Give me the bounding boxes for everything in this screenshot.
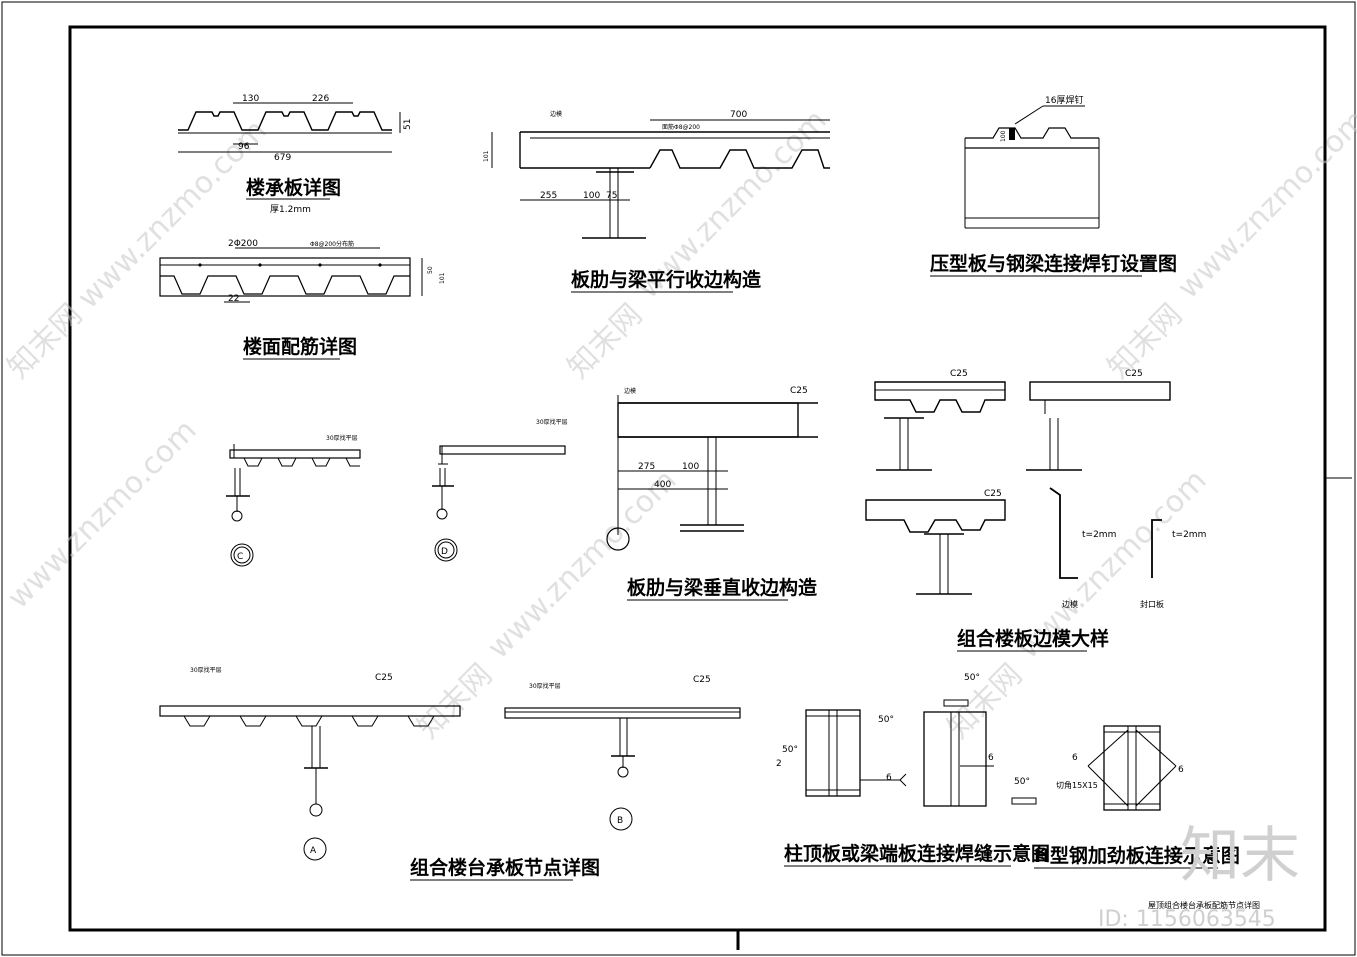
c25-b: C25 bbox=[1125, 369, 1143, 379]
h-weld-right: 6 bbox=[1178, 765, 1184, 775]
node-d: D 30厚找平层 bbox=[432, 418, 568, 562]
note-30-b: 30厚找平层 bbox=[529, 682, 561, 690]
dim-100-stud: 100 bbox=[1000, 130, 1007, 142]
note-30-a: 30厚找平层 bbox=[190, 666, 222, 674]
dim-101: 101 bbox=[439, 272, 446, 284]
weld-detail: 50° 50° 2 6 50° 50° 6 bbox=[776, 673, 1037, 807]
weld-angle-4: 50° bbox=[1014, 777, 1030, 787]
h-steel-detail: 6 6 切角15X15 bbox=[1056, 725, 1184, 811]
watermark-site: www.znzmo.com bbox=[1171, 103, 1357, 306]
title-block-label: 屋顶组合楼台承板配筋节点详图 bbox=[1148, 900, 1260, 910]
marker-d: D bbox=[441, 547, 448, 557]
caption-node: 组合楼台承板节点详图 bbox=[410, 856, 600, 879]
c25-c: C25 bbox=[984, 489, 1002, 499]
weld-size-2: 2 bbox=[776, 759, 782, 769]
node-a: A 30厚找平层 C25 bbox=[159, 666, 461, 861]
dim-8a200: Φ8@200分布筋 bbox=[310, 240, 354, 248]
image-id-watermark: ID: 1156063545 bbox=[1098, 907, 1276, 932]
dim-400: 400 bbox=[654, 480, 671, 490]
rebar-detail: 2Φ200 Φ8@200分布筋 22 50 101 bbox=[159, 239, 446, 304]
weld-size-6: 6 bbox=[886, 773, 892, 783]
caption-edge-form: 组合楼板边模大样 bbox=[957, 627, 1109, 650]
caption-stud: 压型板与钢梁连接焊钉设置图 bbox=[930, 252, 1177, 275]
caption-hsteel: H型钢加劲板连接示意图 bbox=[1034, 844, 1240, 867]
dim-22: 22 bbox=[228, 294, 239, 304]
caption-deck-sub: 厚1.2mm bbox=[270, 204, 311, 215]
dim-130: 130 bbox=[242, 94, 259, 104]
weld-angle-3: 50° bbox=[964, 673, 980, 683]
watermark-site: www.znzmo.com bbox=[1, 413, 204, 616]
node-c: C 30厚找平层 bbox=[226, 434, 361, 567]
note-edge-perp: 边模 bbox=[624, 387, 636, 395]
cut-label: 切角15X15 bbox=[1056, 780, 1098, 790]
perpendicular-edge-detail: 275 100 400 C25 边模 bbox=[606, 386, 818, 551]
caption-perpendicular: 板肋与梁垂直收边构造 bbox=[627, 576, 818, 599]
watermark-brand: 知末网 bbox=[1101, 297, 1189, 385]
dim-16: 16厚焊钉 bbox=[1045, 94, 1083, 106]
watermark-site: www.znzmo.com bbox=[481, 463, 684, 666]
watermark-brand: 知末网 bbox=[561, 297, 649, 385]
dim-8at200: 面筋Φ8@200 bbox=[662, 123, 700, 131]
deck-detail: 130 226 96 679 51 bbox=[178, 94, 413, 163]
dim-275: 275 bbox=[638, 462, 655, 472]
marker-c: C bbox=[237, 552, 243, 562]
dim-255: 255 bbox=[540, 191, 557, 201]
weld-size-6b: 6 bbox=[988, 753, 994, 763]
c25-a: C25 bbox=[950, 369, 968, 379]
dim-226: 226 bbox=[312, 94, 329, 104]
note-edge: 边模 bbox=[550, 110, 562, 118]
dim-50: 50 bbox=[427, 266, 434, 274]
edge-form-detail: C25 C25 C25 t=2mm 边模 t=2mm 封口板 bbox=[865, 369, 1206, 609]
dim-101-b: 101 bbox=[483, 150, 490, 162]
node-b: B 30厚找平层 C25 bbox=[504, 675, 741, 831]
marker-b: B bbox=[617, 816, 623, 826]
marker-a: A bbox=[310, 846, 317, 856]
watermark-brand: 知末网 bbox=[1, 297, 89, 385]
brand-logo-watermark: 知末 bbox=[1180, 821, 1300, 891]
h-weld-left: 6 bbox=[1072, 753, 1078, 763]
caption-parallel: 板肋与梁平行收边构造 bbox=[571, 268, 762, 291]
parallel-edge-detail: 700 面筋Φ8@200 255 100 75 101 边模 bbox=[483, 110, 830, 239]
c25-node-b: C25 bbox=[693, 675, 711, 685]
weld-angle-2: 50° bbox=[782, 745, 798, 755]
stud-detail: 16厚焊钉 100 bbox=[964, 94, 1100, 229]
note-30-d: 30厚找平层 bbox=[536, 418, 568, 426]
dim-2a200: 2Φ200 bbox=[228, 239, 258, 249]
concrete-grade: C25 bbox=[790, 386, 808, 396]
dim-75: 75 bbox=[606, 191, 617, 201]
watermark-layer: 知末网 www.znzmo.com www.znzmo.com 知末网 www.… bbox=[1, 103, 1357, 746]
caption-rebar: 楼面配筋详图 bbox=[243, 335, 357, 358]
dim-96: 96 bbox=[238, 142, 250, 152]
dim-100: 100 bbox=[583, 191, 600, 201]
dim-679: 679 bbox=[274, 153, 291, 163]
seal-form-label: 封口板 bbox=[1140, 599, 1164, 609]
dim-700: 700 bbox=[730, 110, 747, 120]
dim-51: 51 bbox=[403, 119, 413, 130]
t2-seal: t=2mm bbox=[1172, 530, 1206, 540]
edge-form-label: 边模 bbox=[1062, 599, 1078, 609]
dim-100-perp: 100 bbox=[682, 462, 699, 472]
c25-node-a: C25 bbox=[375, 673, 393, 683]
weld-angle-1: 50° bbox=[878, 715, 894, 725]
caption-deck: 楼承板详图 bbox=[246, 176, 341, 199]
note-30-c: 30厚找平层 bbox=[326, 434, 358, 442]
caption-weld: 柱顶板或梁端板连接焊缝示意图 bbox=[784, 842, 1050, 865]
t2-edge: t=2mm bbox=[1082, 530, 1116, 540]
watermark-brand: 知末网 bbox=[411, 657, 499, 745]
watermark-brand: 知末网 bbox=[941, 657, 1029, 745]
